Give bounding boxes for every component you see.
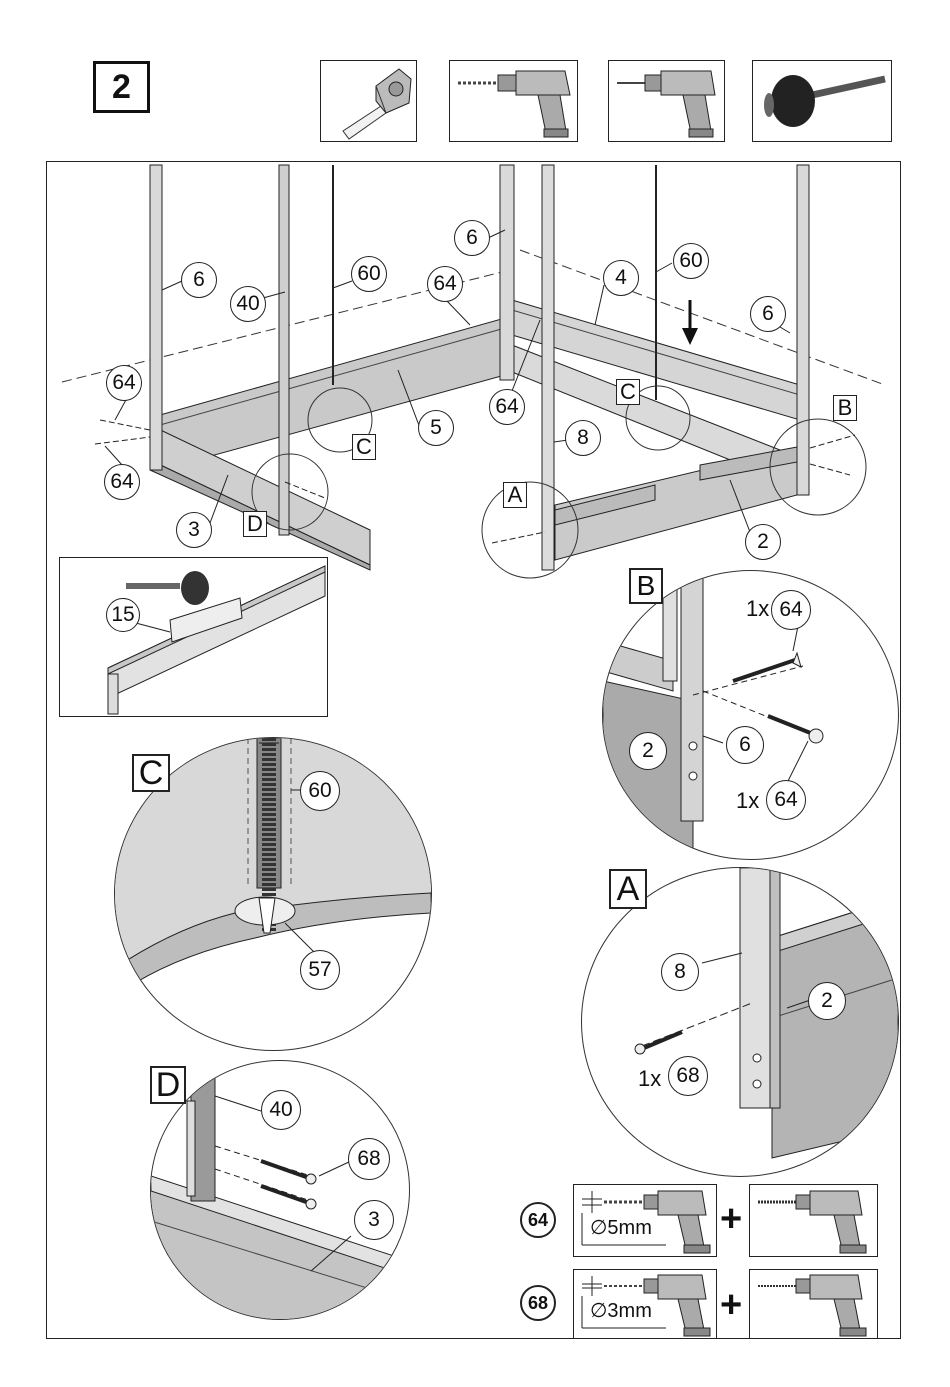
detail-a-label: A [609, 869, 647, 909]
screwdriver-drill-icon [750, 1185, 877, 1256]
inset-mallet-detail: 15 [59, 557, 328, 717]
detail-b-qty-top: 1x [746, 596, 769, 622]
callout-screw-64-top: 64 [427, 266, 463, 302]
detail-b-label: B [629, 568, 663, 604]
legend-plus-1: + [720, 1198, 742, 1241]
detail-marker-a: A [503, 482, 527, 508]
screwdriver-drill-icon [750, 1270, 877, 1338]
detail-a-part-2: 2 [808, 982, 846, 1020]
detail-c-label: C [132, 754, 170, 792]
legend-plus-2: + [720, 1284, 742, 1327]
callout-screw-64-mid: 64 [489, 389, 525, 425]
callout-part-15: 15 [106, 598, 140, 632]
legend-diameter-5mm: ∅5mm [590, 1215, 652, 1240]
detail-marker-c-left: C [352, 434, 376, 460]
callout-part-6-left: 6 [181, 262, 217, 298]
detail-b-screw-64-top: 64 [771, 590, 811, 630]
detail-d-part-3: 3 [354, 1200, 394, 1240]
detail-b-screw-64-bottom: 64 [766, 780, 806, 820]
detail-b-part-2: 2 [629, 732, 667, 770]
callout-part-5: 5 [418, 410, 454, 446]
detail-marker-d: D [243, 511, 267, 537]
callout-part-60-right: 60 [673, 243, 709, 279]
legend-predrill-3mm: ∅3mm [573, 1269, 717, 1339]
detail-d-screw-68: 68 [348, 1138, 390, 1180]
callout-screw-64-left-top: 64 [106, 365, 142, 401]
detail-marker-c-right: C [616, 379, 640, 405]
detail-a-qty: 1x [638, 1066, 661, 1092]
legend-screw-in-64 [749, 1184, 878, 1257]
beam-with-block-drawing [60, 558, 326, 715]
callout-part-4: 4 [603, 260, 639, 296]
legend-diameter-3mm: ∅3mm [590, 1298, 652, 1323]
legend-predrill-5mm: ∅5mm [573, 1184, 717, 1257]
detail-b-part-6: 6 [726, 726, 764, 764]
callout-part-2: 2 [745, 524, 781, 560]
detail-a-drawing [582, 868, 898, 1176]
detail-marker-b: B [833, 395, 857, 421]
detail-d-label: D [150, 1066, 186, 1104]
callout-screw-64-left-bottom: 64 [104, 464, 140, 500]
detail-a-screw-68: 68 [668, 1056, 708, 1096]
callout-part-40: 40 [230, 286, 266, 322]
detail-b-qty-bottom: 1x [736, 788, 759, 814]
callout-part-3: 3 [176, 512, 212, 548]
detail-a-part-8: 8 [661, 953, 699, 991]
legend-screw-in-68 [749, 1269, 878, 1339]
callout-part-6-right: 6 [750, 296, 786, 332]
legend-screw-68: 68 [520, 1285, 556, 1321]
callout-part-6-mid: 6 [454, 220, 490, 256]
callout-part-8: 8 [565, 420, 601, 456]
callout-part-60-left: 60 [351, 256, 387, 292]
legend-screw-64: 64 [520, 1202, 556, 1238]
detail-c-part-60: 60 [300, 771, 340, 811]
detail-d-part-40: 40 [261, 1090, 301, 1130]
detail-a-circle [581, 867, 899, 1177]
detail-c-part-57: 57 [300, 950, 340, 990]
